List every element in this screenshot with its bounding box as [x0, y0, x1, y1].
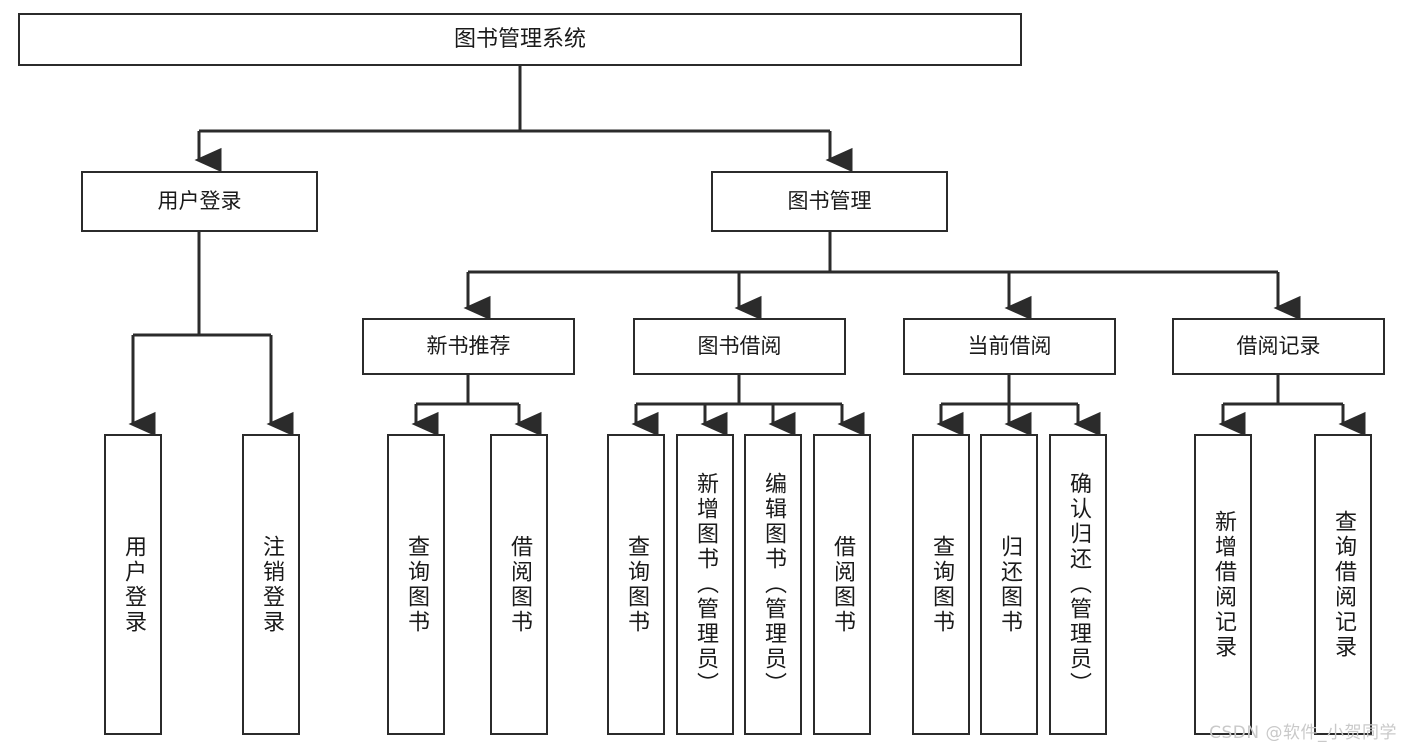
node-leaf-label: 编辑图书（管理员）: [761, 472, 786, 697]
node-leaf-current-confirm-return[interactable]: 确认归还（管理员）: [1049, 434, 1107, 735]
node-leaf-label: 新增图书（管理员）: [693, 472, 718, 697]
node-leaf-label: 查询借阅记录: [1331, 509, 1356, 660]
node-root-label: 图书管理系统: [453, 26, 586, 52]
node-leaf-label: 用户登录: [121, 534, 146, 635]
node-borrow-record-label: 借阅记录: [1236, 334, 1321, 359]
node-book-borrow-label: 图书借阅: [697, 334, 782, 359]
node-leaf-label: 查询图书: [929, 534, 954, 635]
node-leaf-user-login-logout[interactable]: 注销登录: [242, 434, 300, 735]
node-new-book-recommend-label: 新书推荐: [426, 334, 511, 359]
node-leaf-new-book-query[interactable]: 查询图书: [387, 434, 445, 735]
node-leaf-new-book-borrow[interactable]: 借阅图书: [490, 434, 548, 735]
node-leaf-label: 借阅图书: [507, 534, 532, 635]
node-leaf-label: 新增借阅记录: [1211, 509, 1236, 660]
node-leaf-user-login-login[interactable]: 用户登录: [104, 434, 162, 735]
node-user-login-label: 用户登录: [157, 189, 242, 214]
node-leaf-borrow-borrow-book[interactable]: 借阅图书: [813, 434, 871, 735]
node-leaf-current-query[interactable]: 查询图书: [912, 434, 970, 735]
node-borrow-record[interactable]: 借阅记录: [1172, 318, 1385, 375]
node-leaf-borrow-add-book[interactable]: 新增图书（管理员）: [676, 434, 734, 735]
csdn-watermark: CSDN @软件_小贺同学: [1209, 723, 1397, 743]
node-leaf-borrow-query[interactable]: 查询图书: [607, 434, 665, 735]
node-leaf-label: 查询图书: [624, 534, 649, 635]
node-leaf-current-return[interactable]: 归还图书: [980, 434, 1038, 735]
node-current-borrow[interactable]: 当前借阅: [903, 318, 1116, 375]
node-user-login[interactable]: 用户登录: [81, 171, 318, 232]
node-leaf-label: 归还图书: [997, 534, 1022, 635]
node-book-management-label: 图书管理: [787, 189, 872, 214]
node-book-management[interactable]: 图书管理: [711, 171, 948, 232]
node-leaf-record-add[interactable]: 新增借阅记录: [1194, 434, 1252, 735]
node-leaf-label: 确认归还（管理员）: [1066, 472, 1091, 697]
node-root-book-management-system[interactable]: 图书管理系统: [18, 13, 1022, 66]
node-current-borrow-label: 当前借阅: [967, 334, 1052, 359]
node-leaf-borrow-edit-book[interactable]: 编辑图书（管理员）: [744, 434, 802, 735]
node-new-book-recommend[interactable]: 新书推荐: [362, 318, 575, 375]
node-leaf-label: 查询图书: [404, 534, 429, 635]
node-leaf-record-query[interactable]: 查询借阅记录: [1314, 434, 1372, 735]
node-leaf-label: 注销登录: [259, 534, 284, 635]
node-book-borrow[interactable]: 图书借阅: [633, 318, 846, 375]
node-leaf-label: 借阅图书: [830, 534, 855, 635]
